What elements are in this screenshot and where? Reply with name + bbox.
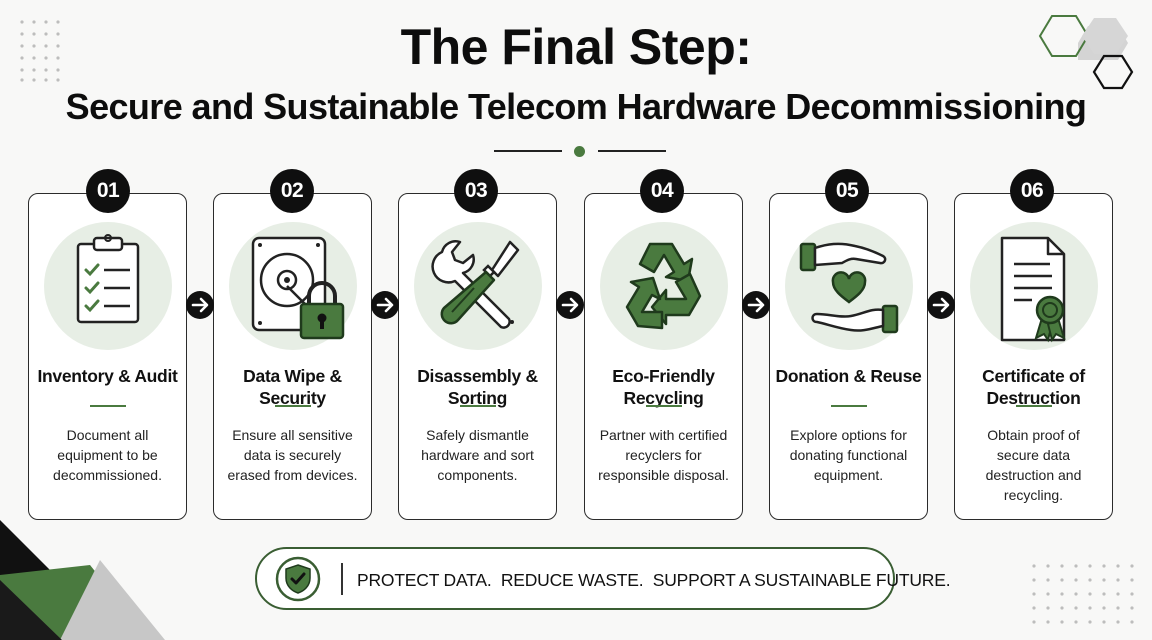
divider-line-right <box>598 150 666 152</box>
divider-line-left <box>494 150 562 152</box>
step-description: Partner with certified recyclers for res… <box>598 427 729 483</box>
step-card-eco-friendly-recycling: Eco-Friendly Recycling Partner with cert… <box>584 193 743 520</box>
shield-check-icon <box>275 556 321 602</box>
step-title-rule <box>89 405 126 407</box>
step-title: Donation & Reuse <box>775 366 922 386</box>
step-number-badge: 06 <box>1010 169 1054 213</box>
icon-circle <box>43 222 172 350</box>
icon-circle <box>784 222 913 350</box>
step-title: Eco-Friendly Recycling <box>612 366 715 408</box>
icon-circle <box>599 222 728 350</box>
banner-separator <box>341 563 343 595</box>
step-number-badge: 05 <box>825 169 869 213</box>
clipboard-checklist-icon <box>76 234 139 324</box>
step-card-inventory-audit: Inventory & Audit Document all equipment… <box>28 193 187 520</box>
step-title: Disassembly & Sorting <box>417 366 538 408</box>
page-subtitle: Secure and Sustainable Telecom Hardware … <box>65 86 1087 127</box>
step-card-certificate-of-destruction: Certificate of Destruction Obtain proof … <box>954 193 1113 520</box>
step-title-rule <box>459 405 496 407</box>
arrow-right-icon <box>556 291 584 319</box>
step-description: Ensure all sensitive data is securely er… <box>227 427 358 483</box>
step-title: Inventory & Audit <box>37 366 178 386</box>
step-number-badge: 02 <box>270 169 314 213</box>
step-title: Data Wipe & Security <box>243 366 342 408</box>
step-description: Safely dismantle hardware and sort compo… <box>421 427 534 483</box>
step-description: Obtain proof of secure data destruction … <box>985 427 1082 503</box>
step-title-rule <box>274 405 311 407</box>
step-title-rule <box>830 405 867 407</box>
wrench-screwdriver-icon <box>430 240 519 329</box>
recycle-icon <box>625 242 701 330</box>
step-card-donation-reuse: Donation & Reuse Explore options for don… <box>769 193 928 520</box>
hands-heart-icon <box>799 242 898 334</box>
divider-dot <box>574 146 585 157</box>
step-description: Explore options for donating functional … <box>789 427 908 483</box>
step-title-rule <box>645 405 682 407</box>
step-number-badge: 04 <box>640 169 684 213</box>
step-card-data-wipe-security: Data Wipe & Security Ensure all sensitiv… <box>213 193 372 520</box>
mission-banner: PROTECT DATA. REDUCE WASTE. SUPPORT A SU… <box>255 547 951 610</box>
dot-grid-bottom-right <box>1032 564 1134 624</box>
step-title: Certificate of Destruction <box>982 366 1085 408</box>
hexagon-decoration-top-right <box>1038 15 1134 90</box>
step-card-disassembly-sorting: Disassembly & Sorting Safely dismantle h… <box>398 193 557 520</box>
icon-circle <box>228 222 357 350</box>
step-description: Document all equipment to be decommissio… <box>53 427 162 483</box>
page-title: The Final Step: <box>400 19 752 75</box>
step-title-rule <box>1015 405 1052 407</box>
certificate-icon <box>1000 236 1066 343</box>
step-number-badge: 01 <box>86 169 130 213</box>
step-number-badge: 03 <box>454 169 498 213</box>
banner-text: PROTECT DATA. REDUCE WASTE. SUPPORT A SU… <box>357 570 951 590</box>
arrow-right-icon <box>742 291 770 319</box>
dot-grid-top-left <box>20 20 60 82</box>
arrow-right-icon <box>927 291 955 319</box>
arrow-right-icon <box>186 291 214 319</box>
icon-circle <box>413 222 542 350</box>
arrow-right-icon <box>371 291 399 319</box>
hard-drive-lock-icon <box>251 236 344 340</box>
icon-circle <box>969 222 1098 350</box>
title-divider <box>494 143 666 159</box>
triangle-decoration-bottom-left <box>0 520 165 640</box>
